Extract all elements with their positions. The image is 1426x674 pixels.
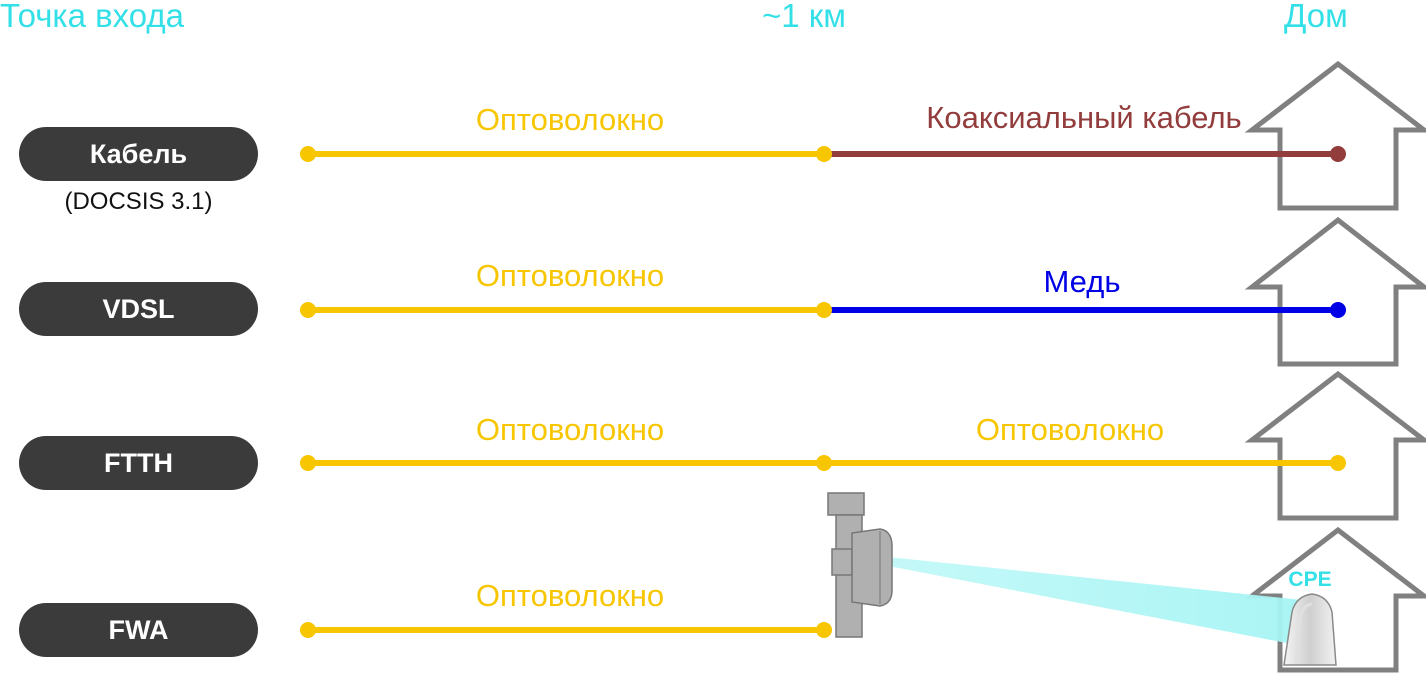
cpe-label: CPE bbox=[1288, 568, 1332, 591]
segment-label-copper: Медь bbox=[1043, 264, 1121, 299]
header-home: Дом bbox=[1284, 0, 1348, 34]
tech-note-docsis: (DOCSIS 3.1) bbox=[64, 188, 213, 215]
segment-label-fiber: Оптоволокно bbox=[475, 578, 665, 613]
segment-label-fiber: Оптоволокно bbox=[475, 102, 665, 137]
endpoint-dot bbox=[1330, 146, 1346, 162]
house-icon bbox=[1244, 216, 1426, 367]
header-distance: ~1 км bbox=[762, 0, 846, 34]
cpe-router-icon bbox=[1283, 593, 1337, 666]
segment-label-fiber: Оптоволокно bbox=[975, 412, 1165, 447]
tech-label-fwa: FWA bbox=[19, 603, 258, 657]
endpoint-dot bbox=[300, 622, 316, 638]
antenna-tower-icon bbox=[827, 492, 893, 638]
endpoint-dot bbox=[816, 302, 832, 318]
segment-label-fiber: Оптоволокно bbox=[475, 412, 665, 447]
segment-label-fiber: Оптоволокно bbox=[475, 258, 665, 293]
header-entry-point: Точка входа bbox=[0, 0, 184, 34]
tech-label-cable: Кабель bbox=[19, 127, 258, 181]
endpoint-dot bbox=[300, 146, 316, 162]
endpoint-dot bbox=[816, 455, 832, 471]
wireless-beam bbox=[878, 556, 1302, 646]
endpoint-dot bbox=[300, 302, 316, 318]
segment-label-coax: Коаксиальный кабель bbox=[926, 100, 1242, 135]
tech-label-vdsl: VDSL bbox=[19, 282, 258, 336]
endpoint-dot bbox=[1330, 302, 1346, 318]
endpoint-dot bbox=[816, 622, 832, 638]
endpoint-dot bbox=[1330, 455, 1346, 471]
endpoint-dot bbox=[816, 146, 832, 162]
endpoint-dot bbox=[300, 455, 316, 471]
house-icon bbox=[1244, 370, 1426, 521]
house-icon bbox=[1244, 60, 1426, 211]
tech-label-ftth: FTTH bbox=[19, 436, 258, 490]
